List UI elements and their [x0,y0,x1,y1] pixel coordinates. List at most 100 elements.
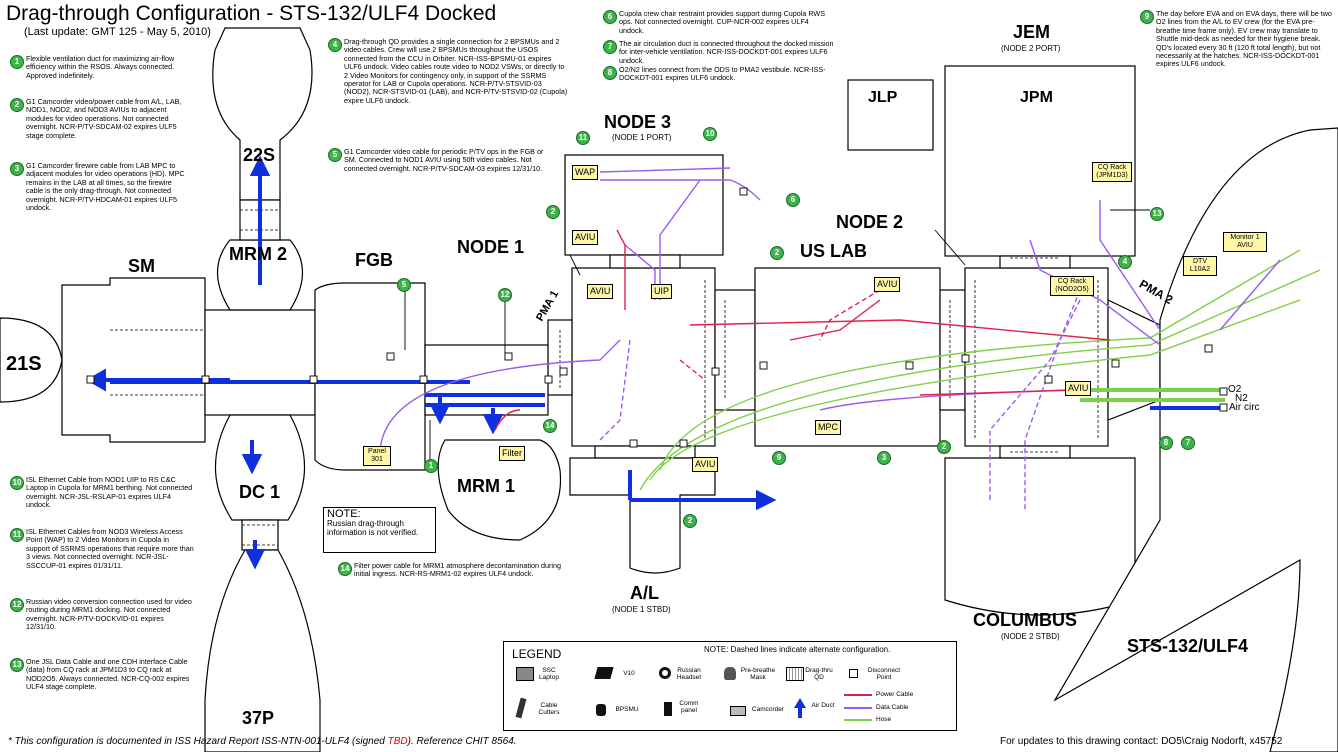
note-text: ISL Ethernet Cables from NOD3 Wireless A… [12,528,194,570]
page-title: Drag-through Configuration - STS-132/ULF… [6,2,496,26]
aviu-node2-box: AVIU [1065,381,1091,396]
disconnect-icon [849,669,858,678]
callout-badge: 14 [543,419,557,433]
label-22s: 22S [243,145,275,166]
dc1-shape [215,415,304,520]
note-13: 13 One JSL Data Cable and one CDH interf… [12,658,194,692]
filter-box: Filter [499,446,525,461]
note-text: O2/N2 lines connect from the ODS to PMA2… [605,66,835,83]
mask-icon [724,667,736,680]
panel-301-box: Panel 301 [363,446,391,466]
legend-label: Comm panel [674,700,704,714]
callout-badge: 4 [1118,255,1132,269]
note-1: 1 Flexible ventilation duct for maximizi… [12,55,190,80]
note-badge: 10 [10,476,24,490]
russian-note-text: Russian drag-through information is not … [327,519,432,537]
callout-badge: 11 [576,131,590,145]
label-columbus: COLUMBUS [973,610,1077,631]
callout-badge: 1 [424,459,438,473]
footer-text: * This configuration is documented in IS… [8,736,388,747]
fgb-shape [315,283,425,470]
note-badge: 7 [603,40,617,54]
callout-badge: 12 [498,288,512,302]
columbus-shape [945,458,1135,615]
aviu-airlock-box: AVIU [692,457,718,472]
label-node2: NODE 2 [836,212,903,233]
label-37p: 37P [242,708,274,729]
sm-shape [62,278,205,442]
note-badge: 9 [1140,10,1154,24]
cq-rack-jpm-box: CQ Rack (JPM1D3) [1092,162,1132,182]
note-badge: 12 [10,598,24,612]
callout-badge: 2 [937,440,951,454]
note-text: Cupola crew chair restraint provides sup… [605,10,835,35]
hose-swatch [844,719,872,721]
label-jlp: JLP [868,89,897,107]
note-badge: 4 [328,38,342,52]
note-badge: 6 [603,10,617,24]
russian-note-title: NOTE: [327,510,432,519]
note-text: G1 Camcorder video/power cable from A/L,… [12,98,190,140]
uip-box: UIP [651,284,672,299]
note-text: G1 Camcorder video cable for periodic P/… [330,148,558,173]
label-uslab: US LAB [800,241,867,262]
note-3: 3 G1 Camcorder firewire cable from LAB M… [12,162,190,212]
legend: LEGEND NOTE: Dashed lines indicate alter… [503,641,957,731]
headset-icon [659,667,671,679]
note-14: 14 Filter power cable for MRM1 atmospher… [340,562,572,579]
wap-box: WAP [572,165,598,180]
note-badge: 2 [10,98,24,112]
aviu-node3-box: AVIU [572,230,598,245]
note-text: Russian video conversion connection used… [12,598,194,632]
label-jem-sub: (NODE 2 PORT) [1001,44,1060,53]
legend-line-label: Data Cable [876,704,909,711]
camcorder-icon [730,706,746,716]
label-fgb: FGB [355,250,393,271]
note-5: 5 G1 Camcorder video cable for periodic … [330,148,558,173]
legend-label: SSC Laptop [534,667,564,681]
legend-label: V10 [614,670,644,677]
label-node1: NODE 1 [457,237,524,258]
label-node3: NODE 3 [604,112,671,133]
note-4: 4 Drag-through QD provides a single conn… [330,38,568,105]
legend-label: Camcorder [748,706,788,713]
mpc-box: MPC [815,420,841,435]
note-8: 8 O2/N2 lines connect from the ODS to PM… [605,66,835,83]
cq-rack-node2-box: CQ Rack (NOD2O5) [1050,276,1094,296]
note-text: G1 Camcorder firewire cable from LAB MPC… [12,162,190,212]
footer-tbd: TBD [388,736,408,747]
air-duct-shaft [798,708,802,718]
legend-label: Pre-breathe Mask [740,667,776,681]
legend-label: Air Duct [810,702,836,709]
legend-label: Russian Headset [672,667,706,681]
note-text: The air circulation duct is connected th… [605,40,835,65]
qd-icon [786,667,804,681]
monitor-1-box: Monitor 1 AVIU [1223,232,1267,252]
legend-line-label: Power Cable [876,691,913,698]
label-21s: 21S [6,353,42,376]
dtv-box: DTV L10A2 [1183,256,1217,276]
note-2: 2 G1 Camcorder video/power cable from A/… [12,98,190,140]
note-badge: 8 [603,66,617,80]
legend-note: NOTE: Dashed lines indicate alternate co… [704,645,890,654]
label-airlock-sub: (NODE 1 STBD) [612,605,671,614]
power-cable-swatch [844,694,872,696]
callout-badge: 13 [1150,207,1164,221]
note-badge: 14 [338,562,352,576]
label-airlock: A/L [630,583,659,604]
callout-badge: 3 [877,451,891,465]
legend-label: Cable Cutters [534,702,564,716]
note-text: Drag-through QD provides a single connec… [330,38,568,105]
note-text: Flexible ventilation duct for maximizing… [12,55,190,80]
label-sm: SM [128,256,155,277]
label-jem: JEM [1013,22,1050,43]
note-text: One JSL Data Cable and one CDH interface… [12,658,194,692]
comm-panel-icon [664,702,672,716]
note-7: 7 The air circulation duct is connected … [605,40,835,65]
callout-badge: 8 [1159,436,1173,450]
us-lab-shape [755,268,940,446]
note-badge: 1 [10,55,24,69]
label-orbiter: STS-132/ULF4 [1127,636,1248,657]
note-badge: 5 [328,148,342,162]
label-jpm: JPM [1020,89,1053,107]
